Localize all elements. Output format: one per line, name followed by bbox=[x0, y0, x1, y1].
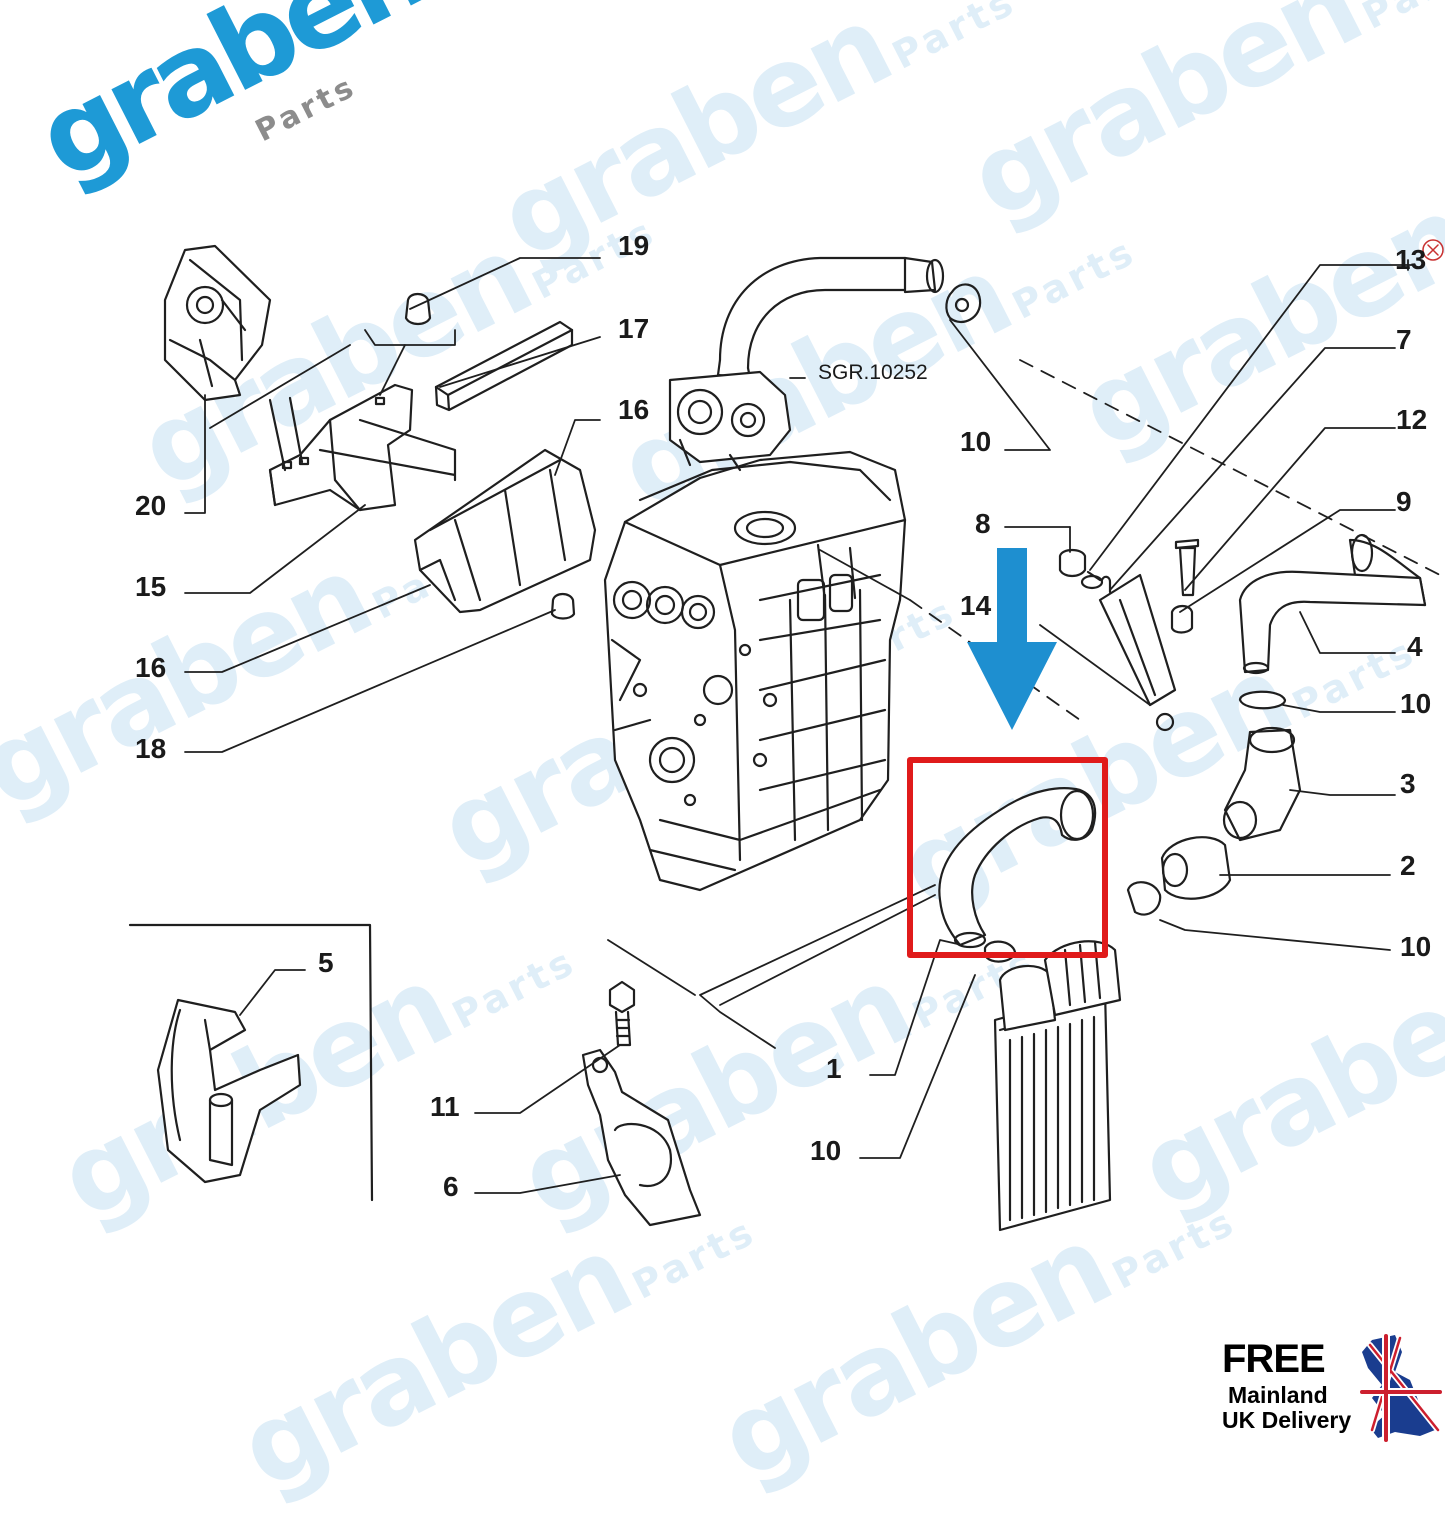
callout-12: 12 bbox=[1396, 404, 1428, 435]
callout-16-top: 16 bbox=[618, 394, 650, 425]
callout-6: 6 bbox=[443, 1171, 459, 1202]
callout-3: 3 bbox=[1400, 768, 1416, 799]
callout-18: 18 bbox=[135, 733, 167, 764]
callout-10-right-bottom: 10 bbox=[1400, 931, 1432, 962]
leader-lines bbox=[184, 257, 1441, 1194]
callout-10-bottom: 10 bbox=[810, 1135, 842, 1166]
hoses-right-drawing bbox=[1058, 239, 1444, 916]
callout-8: 8 bbox=[975, 508, 991, 539]
pointer-arrow-icon bbox=[967, 548, 1057, 730]
delivery-line-3: UK Delivery bbox=[1222, 1407, 1352, 1433]
engine-block-drawing bbox=[603, 450, 907, 892]
hose-1-drawing bbox=[938, 787, 1097, 963]
callout-9: 9 bbox=[1396, 486, 1412, 517]
callout-14: 14 bbox=[960, 590, 992, 621]
exploded-parts-drawing bbox=[128, 239, 1444, 1444]
highlight-box bbox=[907, 757, 1108, 958]
drawing-code: SGR.10252 bbox=[818, 361, 928, 384]
callout-7: 7 bbox=[1396, 324, 1412, 355]
callout-16-bottom: 16 bbox=[135, 652, 167, 683]
brand-logo: graben Parts bbox=[18, 0, 443, 230]
callout-15: 15 bbox=[135, 571, 167, 602]
free-delivery-badge: FREE Mainland UK Delivery bbox=[1214, 1335, 1440, 1440]
delivery-line-2: Mainland bbox=[1228, 1382, 1328, 1408]
delivery-line-1: FREE bbox=[1222, 1337, 1326, 1381]
callout-20: 20 bbox=[135, 490, 167, 521]
callout-1: 1 bbox=[826, 1053, 842, 1084]
bolt-and-bracket-drawing bbox=[581, 980, 702, 1227]
callout-5: 5 bbox=[318, 947, 334, 978]
part-5-drawing bbox=[128, 923, 374, 1202]
intercooler-drawing bbox=[993, 940, 1122, 1232]
uk-flag-map-icon bbox=[1358, 1332, 1444, 1444]
bracket-assembly-drawing bbox=[163, 244, 597, 620]
callout-19: 19 bbox=[618, 230, 650, 261]
turbocharger-drawing bbox=[668, 256, 982, 472]
callout-2: 2 bbox=[1400, 850, 1416, 881]
callout-10-right-top: 10 bbox=[1400, 688, 1432, 719]
callout-13: 13 bbox=[1395, 244, 1427, 275]
callout-4: 4 bbox=[1407, 631, 1423, 662]
callout-10-top: 10 bbox=[960, 426, 992, 457]
callout-11: 11 bbox=[430, 1091, 460, 1122]
callout-17: 17 bbox=[618, 313, 650, 344]
